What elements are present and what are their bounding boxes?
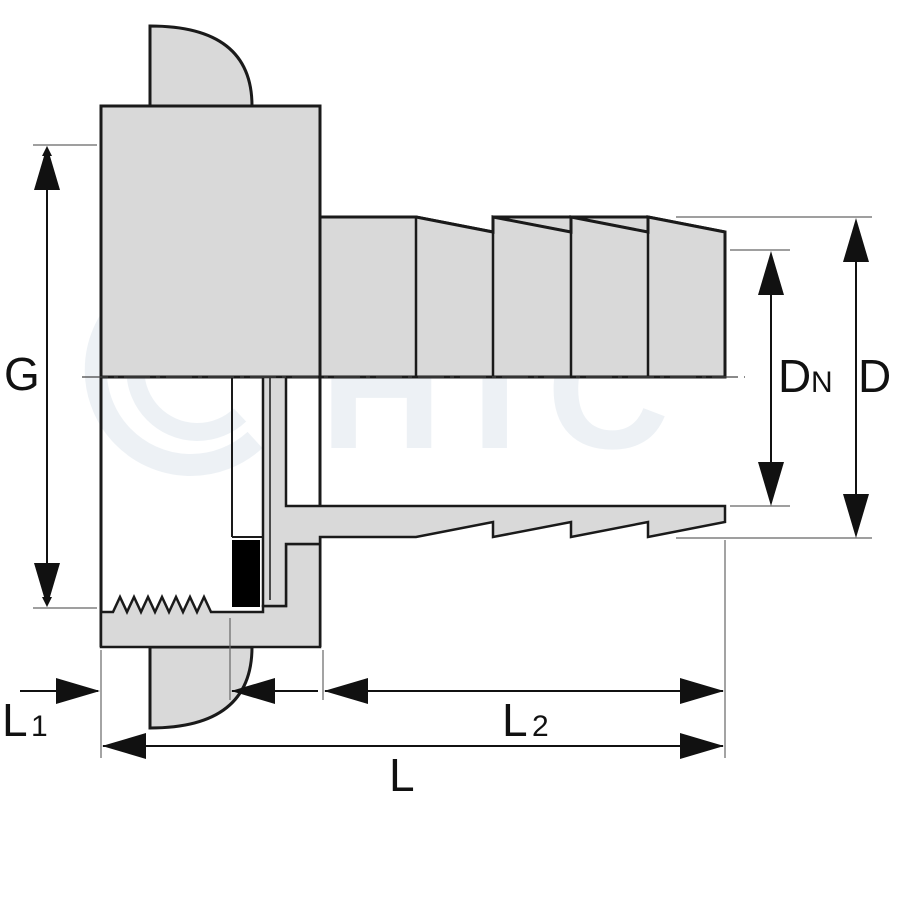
label-l2-main: L [502,694,528,746]
label-l2: L 2 [502,694,549,746]
dim-l1 [20,678,318,704]
label-g: G [4,348,40,400]
dim-dn [758,251,784,506]
dim-l2 [324,678,724,704]
seal-washer [231,377,263,607]
hose-barb-upper [318,215,727,379]
dim-g [34,146,60,607]
label-l: L [389,749,415,801]
label-dn-main: D [778,350,811,402]
dim-d [843,218,869,538]
label-l1: L 1 [2,694,48,746]
dim-l [102,733,724,759]
label-l1-sub: 1 [31,710,48,743]
label-dn-sub: N [811,366,833,399]
flange-ear [148,24,254,730]
label-d: D [858,350,891,402]
label-dn: D N [778,350,833,402]
label-l1-main: L [2,694,28,746]
hose-wall-section [261,375,727,608]
label-l2-sub: 2 [532,710,549,743]
extension-lines [33,144,872,758]
